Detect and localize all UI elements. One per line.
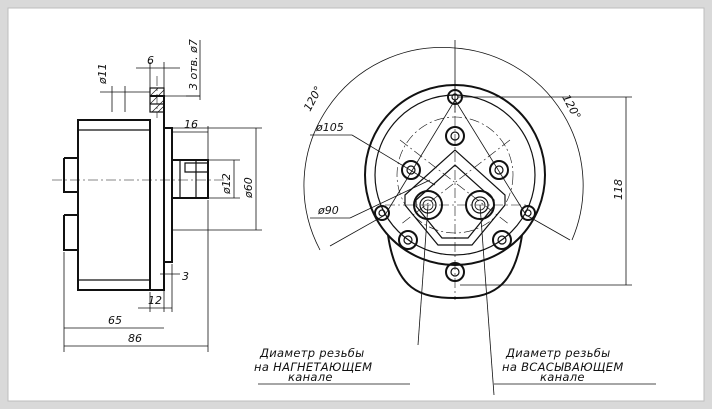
inner-bolt bbox=[445, 126, 465, 146]
mounting-hole-right bbox=[520, 205, 536, 221]
dim-65: 65 bbox=[108, 314, 122, 327]
suction-line2: на ВСАСЫВАЮЩЕМ bbox=[502, 360, 624, 374]
discharge-port bbox=[413, 190, 443, 220]
dim-118: 118 bbox=[612, 179, 625, 200]
dim-d90: ø90 bbox=[317, 204, 339, 217]
inner-bolt bbox=[489, 160, 509, 180]
suction-line1: Диаметр резьбы bbox=[505, 346, 611, 360]
dim-d11: ø11 bbox=[96, 63, 109, 85]
dim-d105: ø105 bbox=[315, 121, 344, 134]
inner-bolt bbox=[398, 230, 418, 250]
dim-86: 86 bbox=[128, 332, 142, 345]
discharge-callout: Диаметр резьбы на НАГНЕТАЮЩЕМ канале bbox=[254, 346, 372, 384]
discharge-line1: Диаметр резьбы bbox=[259, 346, 365, 360]
dim-3-holes-d7: 3 отв. ø7 bbox=[187, 39, 200, 90]
dim-12: 12 bbox=[148, 294, 162, 307]
inner-bolt bbox=[492, 230, 512, 250]
inner-bolt bbox=[401, 160, 421, 180]
dim-16: 16 bbox=[184, 118, 198, 131]
inner-bolt bbox=[445, 262, 465, 282]
dim-6: 6 bbox=[147, 54, 154, 67]
dim-d12: ø12 bbox=[220, 173, 233, 195]
drawing-sheet bbox=[7, 7, 705, 402]
dim-d60: ø60 bbox=[242, 177, 255, 199]
side-view: ø11 6 3 отв. ø7 16 ø60 ø12 3 12 65 86 bbox=[52, 39, 262, 352]
suction-port bbox=[465, 190, 495, 220]
discharge-line2: на НАГНЕТАЮЩЕМ bbox=[254, 360, 372, 374]
suction-line3: канале bbox=[540, 370, 585, 384]
discharge-line3: канале bbox=[288, 370, 333, 384]
suction-callout: Диаметр резьбы на ВСАСЫВАЮЩЕМ канале bbox=[502, 346, 624, 384]
dim-3: 3 bbox=[182, 270, 189, 283]
mounting-hole-left bbox=[374, 205, 390, 221]
